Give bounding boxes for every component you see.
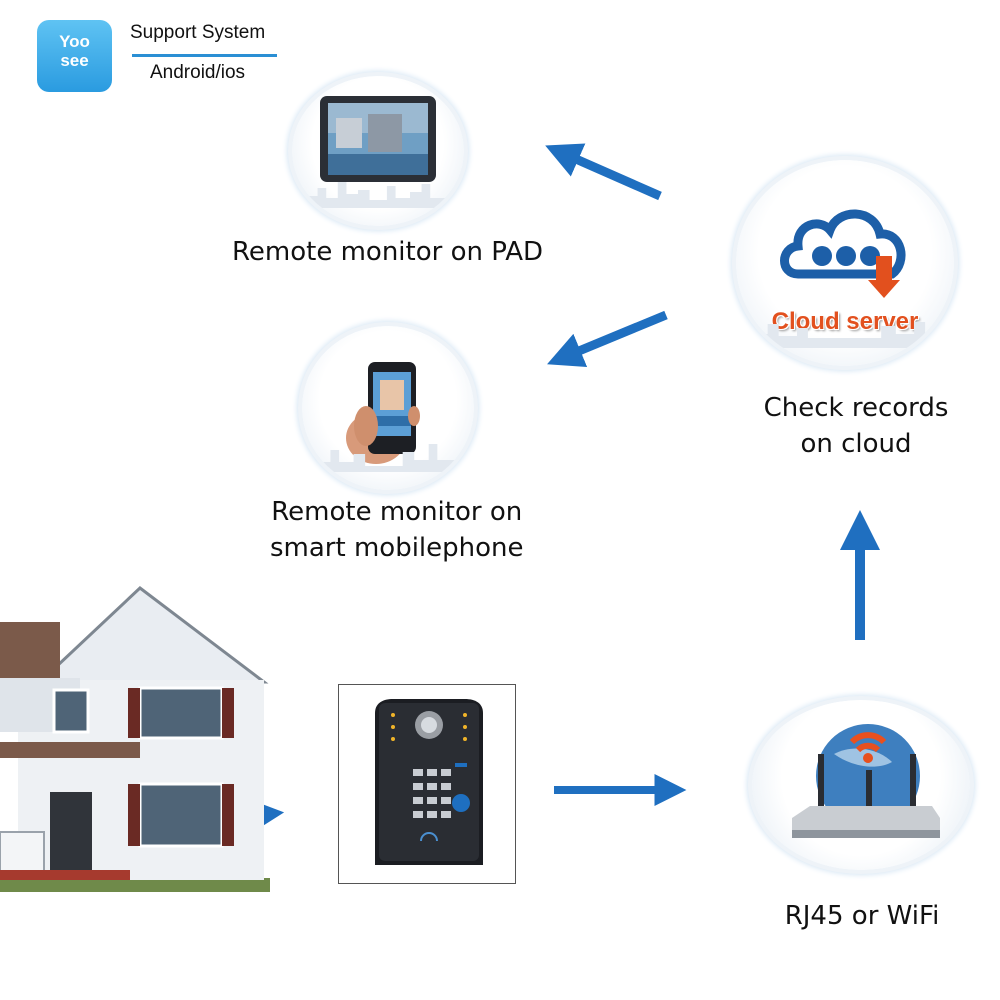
router-label: RJ45 or WiFi — [784, 901, 940, 931]
doorbell-frame — [338, 684, 516, 884]
phone-label: Remote monitor on smart mobilephone — [270, 494, 524, 566]
platforms-label: Android/ios — [150, 62, 246, 83]
cloud-label-line-1: Check records — [763, 393, 949, 423]
tablet-icon — [320, 96, 436, 182]
support-divider — [132, 54, 277, 57]
skyline-decoration — [305, 182, 451, 208]
logo-line-2: see — [60, 51, 89, 70]
wifi-router-icon — [792, 724, 940, 838]
cloud-server-icon — [780, 209, 906, 298]
support-system-label: Support System — [130, 22, 266, 43]
pad-label: Remote monitor on PAD — [232, 237, 544, 267]
cloud-label-line-2: on cloud — [800, 429, 912, 459]
arrow-cloud-to-phone — [547, 310, 668, 368]
phone-label-line-2: smart mobilephone — [270, 533, 524, 563]
pad-circle — [292, 76, 464, 226]
router-circle — [752, 700, 970, 870]
smartphone-icon — [346, 362, 420, 464]
logo-line-1: Yoo — [59, 32, 90, 51]
yoosee-logo: Yoo see — [37, 20, 112, 92]
arrow-cloud-to-pad — [545, 143, 662, 201]
house-icon — [0, 586, 270, 892]
skyline-decoration — [315, 444, 461, 472]
skyline-decoration — [753, 322, 937, 348]
phone-label-line-1: Remote monitor on — [271, 497, 523, 527]
cloud-label: Check records on cloud — [740, 390, 972, 462]
video-doorbell-icon — [375, 699, 483, 865]
cloud-circle: Cloud server — [736, 160, 954, 366]
phone-circle — [302, 326, 474, 490]
